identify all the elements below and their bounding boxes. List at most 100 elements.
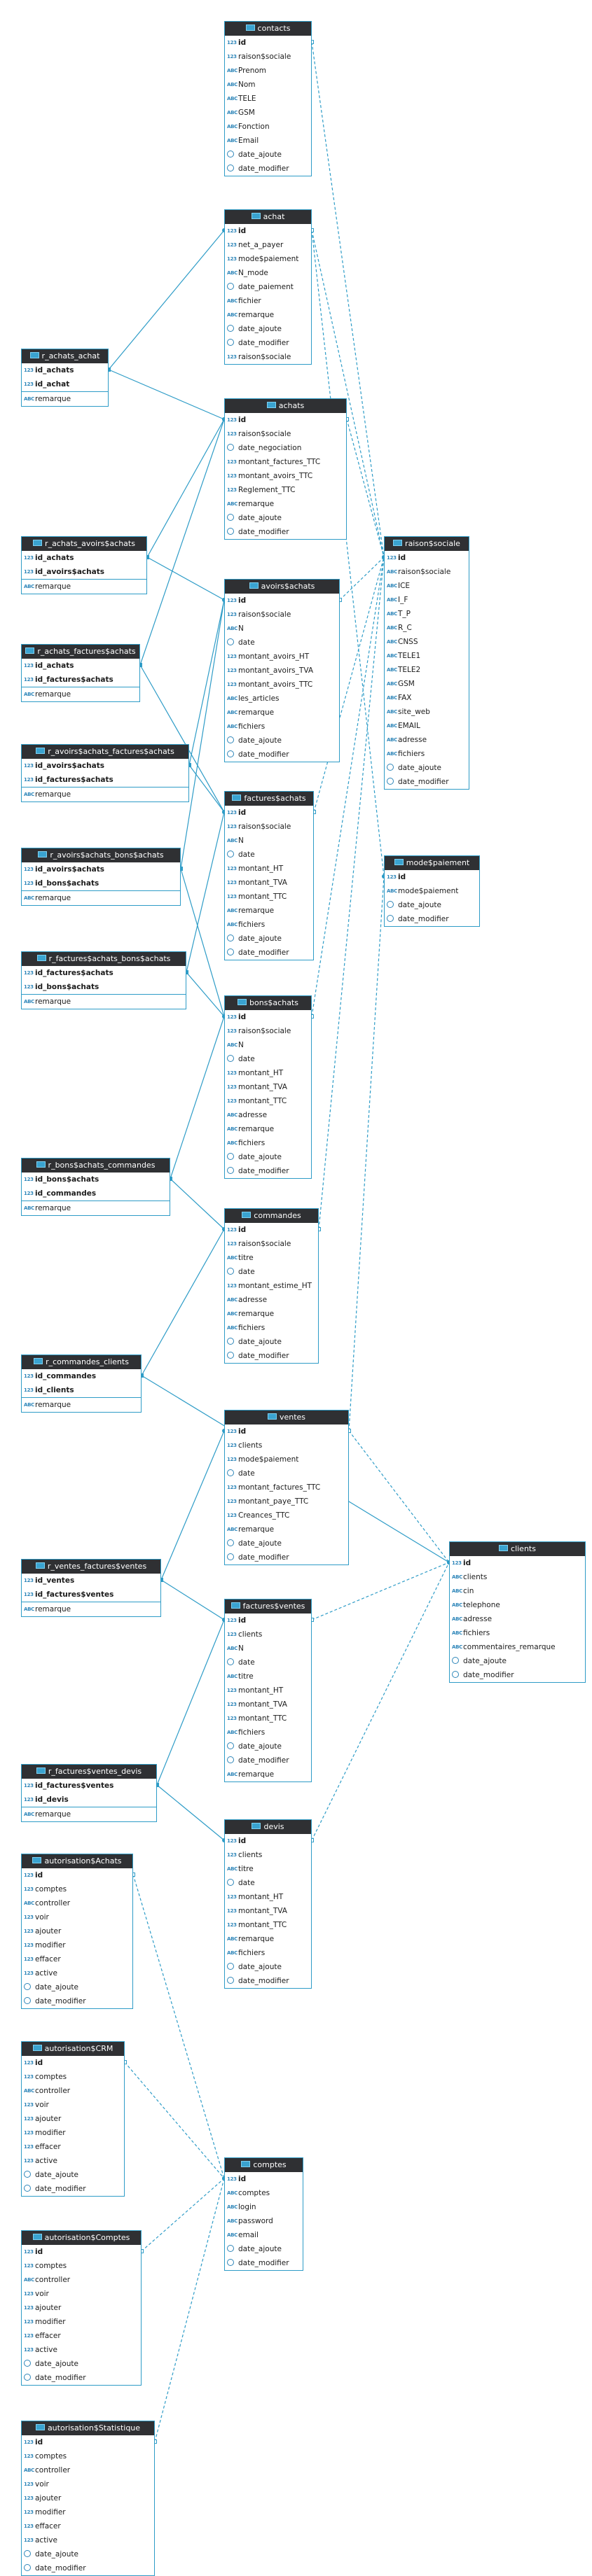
column-row[interactable]: ABCadresse [225, 1293, 318, 1307]
column-row[interactable]: date [225, 1876, 311, 1890]
table-header[interactable]: r_factures$ventes_devis [22, 1765, 156, 1779]
column-row[interactable]: date_modifier [385, 775, 469, 789]
column-row[interactable]: ABCraison$sociale [385, 565, 469, 579]
column-row[interactable]: date_modifier [22, 2182, 124, 2196]
column-row[interactable]: ABCclients [450, 1570, 585, 1584]
column-row[interactable]: ABCcontroller [22, 2084, 124, 2098]
column-row[interactable]: ABCN [225, 1642, 311, 1656]
column-row[interactable]: date_modifier [22, 1994, 132, 2008]
column-row[interactable]: ABCGSM [225, 106, 311, 120]
column-row[interactable]: ABCadresse [385, 733, 469, 747]
table-header[interactable]: r_bons$achats_commandes [22, 1158, 170, 1172]
table-header[interactable]: autorisation$CRM [22, 2042, 124, 2056]
column-row[interactable]: date_ajoute [225, 2242, 303, 2256]
table-header[interactable]: factures$achats [225, 792, 313, 806]
column-row[interactable]: date [225, 1052, 311, 1066]
column-row[interactable]: date [225, 636, 339, 650]
column-row[interactable]: date_ajoute [22, 2357, 141, 2371]
column-row[interactable]: ABCfichiers [225, 1321, 318, 1335]
column-row[interactable]: ABCR_C [385, 621, 469, 635]
table-header[interactable]: r_avoirs$achats_bons$achats [22, 848, 180, 862]
table-header[interactable]: comptes [225, 2158, 303, 2172]
column-row[interactable]: ABCFAX [385, 691, 469, 705]
column-row[interactable]: ABCCNSS [385, 635, 469, 649]
column-row[interactable]: date_modifier [225, 1349, 318, 1363]
column-row[interactable]: ABCEmail [225, 134, 311, 148]
column-row[interactable]: date [225, 1466, 348, 1480]
column-row[interactable]: date_ajoute [225, 932, 313, 946]
column-row[interactable]: date [225, 1265, 318, 1279]
column-row[interactable]: date_negociation [225, 441, 346, 455]
table-header[interactable]: autorisation$Statistique [22, 2421, 154, 2435]
column-row[interactable]: date_ajoute [450, 1654, 585, 1668]
column-row[interactable]: date_ajoute [225, 322, 311, 336]
column-row[interactable]: ABCPrenom [225, 64, 311, 78]
column-row[interactable]: ABCcin [450, 1584, 585, 1598]
column-row[interactable]: date_ajoute [22, 1980, 132, 1994]
column-row[interactable]: ABCremarque [22, 1200, 170, 1215]
column-row[interactable]: date_modifier [225, 336, 311, 350]
column-row[interactable]: date_modifier [225, 1754, 311, 1768]
column-row[interactable]: ABCfichiers [225, 1136, 311, 1150]
column-row[interactable]: ABCpassword [225, 2214, 303, 2228]
column-row[interactable]: ABCfichiers [225, 1946, 311, 1960]
table-header[interactable]: autorisation$Achats [22, 1854, 132, 1868]
column-row[interactable]: date_ajoute [225, 1536, 348, 1550]
column-row[interactable]: ABCremarque [22, 787, 188, 802]
column-row[interactable]: ABCadresse [450, 1612, 585, 1626]
column-row[interactable]: ABCadresse [225, 1108, 311, 1122]
column-row[interactable]: date_modifier [225, 162, 311, 176]
table-header[interactable]: achat [225, 210, 311, 224]
table-header[interactable]: autorisation$Comptes [22, 2231, 141, 2245]
column-row[interactable]: ABCcommentaires_remarque [450, 1640, 585, 1654]
column-row[interactable]: ABCfichiers [225, 918, 313, 932]
table-header[interactable]: ventes [225, 1410, 348, 1424]
table-header[interactable]: commandes [225, 1209, 318, 1223]
column-row[interactable]: date_ajoute [385, 761, 469, 775]
column-row[interactable]: date_ajoute [225, 511, 346, 525]
column-row[interactable]: ABCfichiers [225, 720, 339, 734]
